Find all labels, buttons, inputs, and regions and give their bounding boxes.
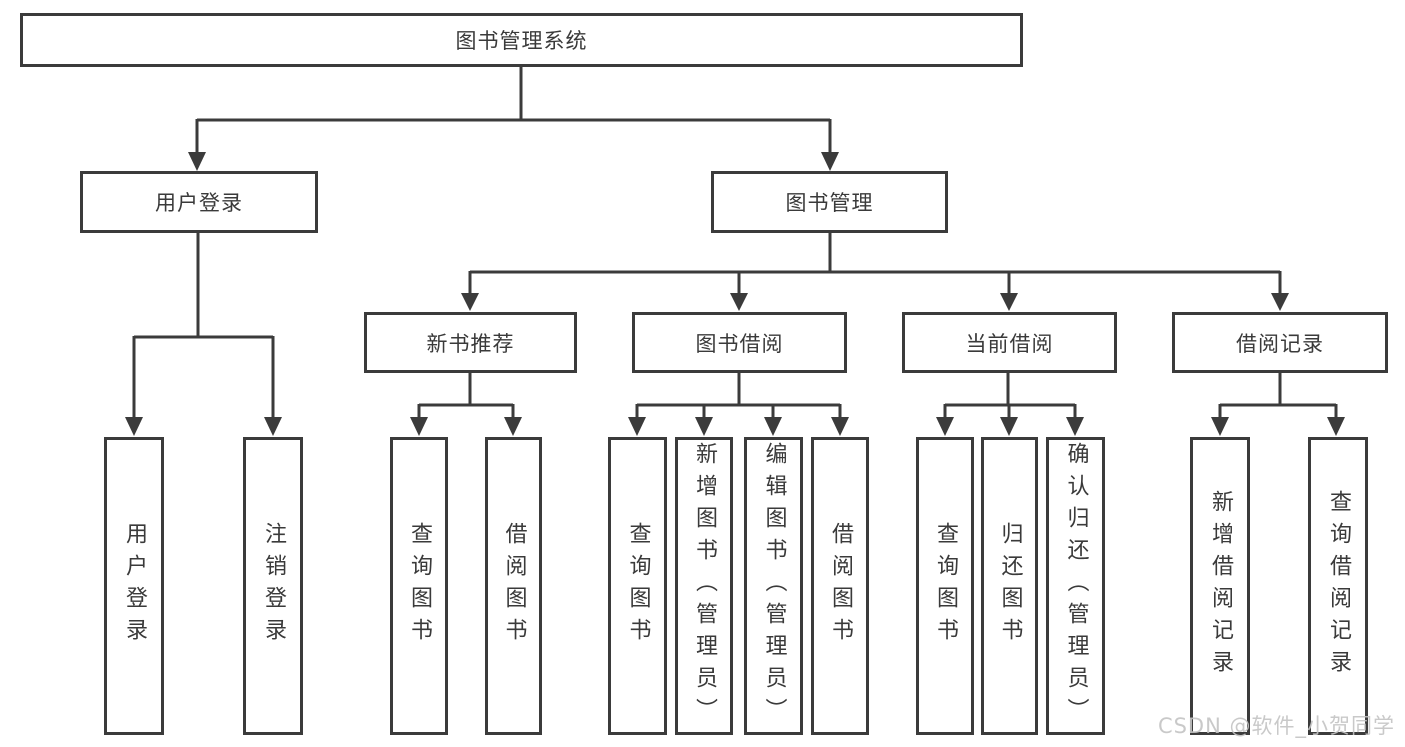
leaf-br-add-borrow-record-label: 新增借阅记录	[1208, 490, 1233, 682]
node-book-borrowing-label: 图书借阅	[695, 331, 784, 356]
leaf-nb-query-books-label: 查询图书	[407, 522, 432, 650]
arrowhead-leaf-user-login	[125, 417, 143, 436]
node-root: 图书管理系统	[20, 13, 1023, 67]
node-book-borrowing: 图书借阅	[632, 312, 847, 373]
wire-book-borrowing-subtree	[635, 373, 842, 418]
leaf-logout-label: 注销登录	[261, 522, 286, 650]
arrowhead-cb-return-books	[1000, 417, 1018, 436]
arrowhead-bb-edit-books	[764, 417, 782, 436]
leaf-bb-edit-books-admin: 编辑图书（管理员）	[744, 437, 803, 735]
node-user-login-label: 用户登录	[155, 191, 243, 215]
node-user-login: 用户登录	[80, 171, 318, 233]
node-root-label: 图书管理系统	[455, 29, 588, 53]
leaf-cb-confirm-return-admin-label: 确认归还（管理员）	[1063, 442, 1089, 730]
leaf-bb-borrow-books: 借阅图书	[811, 437, 869, 735]
node-new-book-recommendation: 新书推荐	[364, 312, 577, 373]
leaf-logout: 注销登录	[243, 437, 303, 735]
wire-borrowing-records-subtree	[1218, 373, 1338, 418]
leaf-bb-query-books-label: 查询图书	[625, 522, 651, 650]
leaf-bb-query-books: 查询图书	[608, 437, 667, 735]
arrowhead-new-book-recommendation	[461, 293, 479, 311]
arrowhead-nb-borrow-books	[504, 417, 522, 436]
node-borrowing-records-label: 借阅记录	[1236, 331, 1324, 356]
csdn-watermark: CSDN @软件_小贺同学	[1157, 714, 1395, 738]
wire-root-to-level2	[195, 67, 832, 153]
leaf-nb-borrow-books: 借阅图书	[485, 437, 542, 735]
arrowhead-borrowing-records	[1271, 293, 1289, 311]
leaf-cb-return-books: 归还图书	[981, 437, 1038, 735]
leaf-nb-query-books: 查询图书	[390, 437, 448, 735]
leaf-cb-return-books-label: 归还图书	[997, 522, 1023, 650]
arrowhead-user-login	[188, 152, 206, 171]
leaf-cb-confirm-return-admin: 确认归还（管理员）	[1046, 437, 1105, 735]
leaf-user-login-label: 用户登录	[122, 522, 147, 650]
arrowhead-book-borrowing	[730, 293, 748, 311]
arrowhead-bb-query-books	[628, 417, 646, 436]
arrowhead-br-add-record	[1211, 417, 1229, 436]
leaf-br-add-borrow-record: 新增借阅记录	[1190, 437, 1250, 735]
arrowhead-bb-add-books	[695, 417, 713, 436]
leaf-bb-edit-books-admin-label: 编辑图书（管理员）	[761, 442, 787, 730]
leaf-nb-borrow-books-label: 借阅图书	[501, 522, 527, 650]
leaf-cb-query-books: 查询图书	[916, 437, 974, 735]
wire-user-login-subtree	[132, 233, 275, 418]
node-current-borrowing: 当前借阅	[902, 312, 1117, 373]
arrowhead-bb-borrow-books	[831, 417, 849, 436]
arrowhead-br-query-record	[1327, 417, 1345, 436]
wire-current-borrowing-subtree	[943, 373, 1077, 418]
arrowhead-cb-confirm-return	[1066, 417, 1084, 436]
leaf-bb-add-books-admin-label: 新增图书（管理员）	[692, 442, 717, 730]
arrowhead-leaf-logout	[264, 417, 282, 436]
arrowhead-cb-query-books	[936, 417, 954, 436]
arrowhead-current-borrowing	[1000, 293, 1018, 311]
wire-new-book-subtree	[417, 373, 515, 418]
arrowhead-nb-query-books	[410, 417, 428, 436]
leaf-br-query-borrow-record-label: 查询借阅记录	[1326, 490, 1351, 682]
leaf-bb-borrow-books-label: 借阅图书	[828, 522, 853, 650]
node-book-management: 图书管理	[711, 171, 948, 233]
node-borrowing-records: 借阅记录	[1172, 312, 1388, 373]
leaf-user-login: 用户登录	[104, 437, 164, 735]
node-new-book-recommendation-label: 新书推荐	[426, 331, 515, 356]
leaf-br-query-borrow-record: 查询借阅记录	[1308, 437, 1368, 735]
leaf-bb-add-books-admin: 新增图书（管理员）	[675, 437, 733, 735]
node-current-borrowing-label: 当前借阅	[965, 331, 1054, 356]
node-book-management-label: 图书管理	[785, 191, 874, 215]
leaf-cb-query-books-label: 查询图书	[933, 522, 958, 650]
wire-book-management-subtree	[468, 233, 1282, 294]
arrowhead-book-management	[821, 152, 839, 171]
